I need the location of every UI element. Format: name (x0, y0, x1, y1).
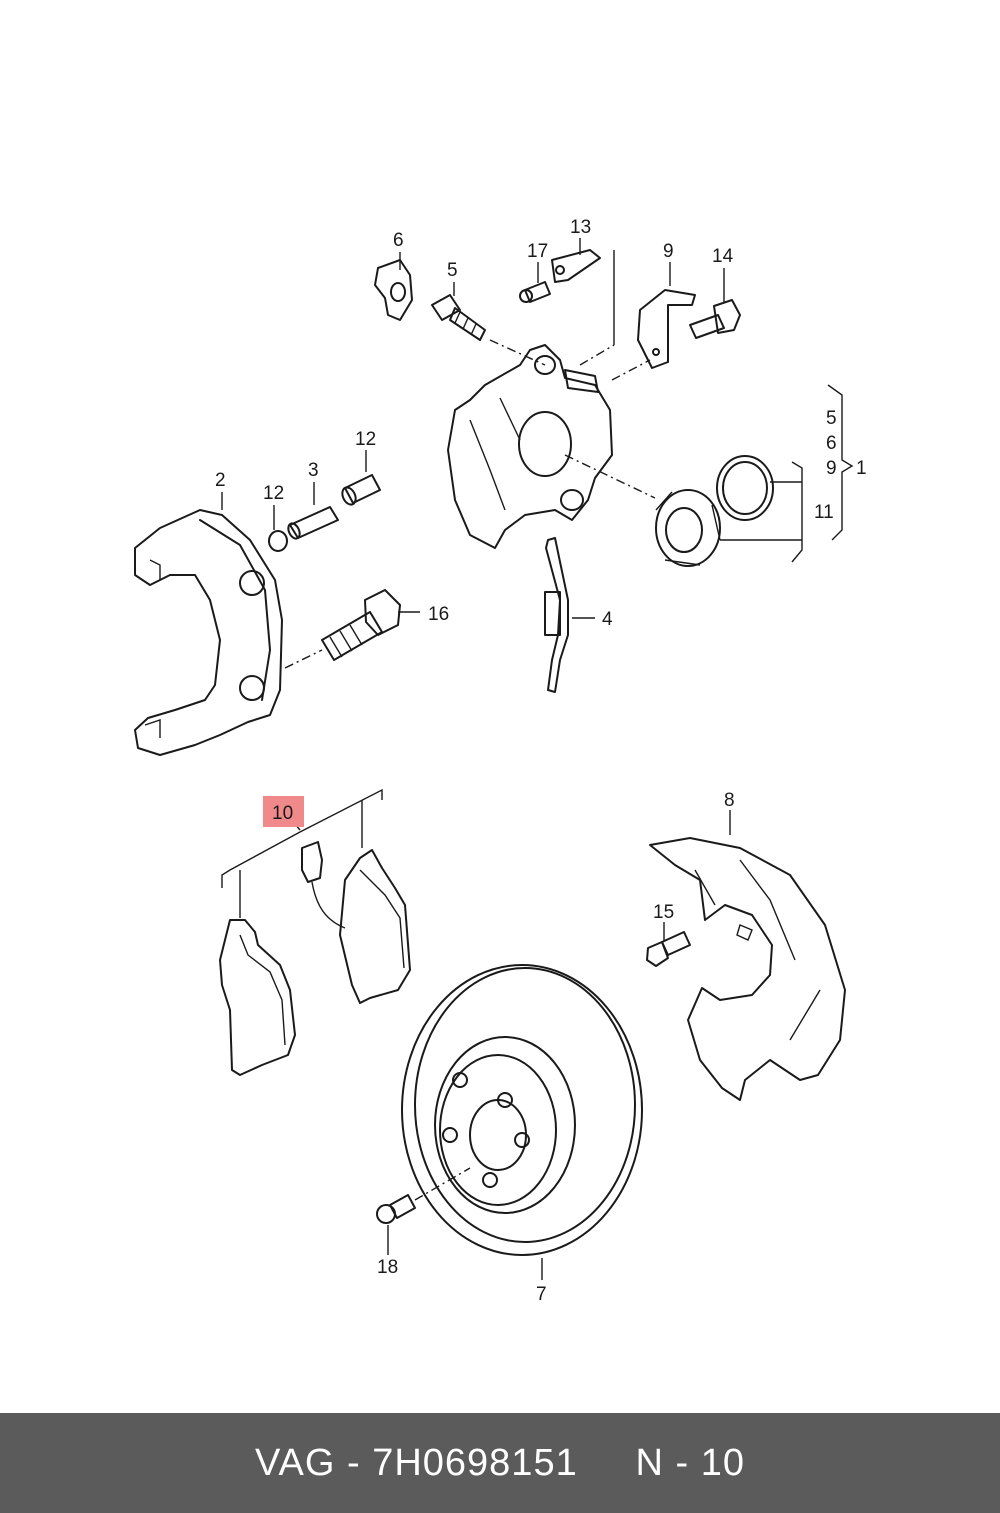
guide-pin (287, 506, 339, 540)
brake-disc (401, 964, 643, 1280)
label-group-5: 5 (826, 408, 837, 429)
exploded-brake-diagram: 6 5 17 13 9 14 12 3 2 12 16 4 5 6 9 1 11… (134, 217, 867, 1305)
label-3: 3 (308, 460, 319, 481)
bleeder-cap (374, 259, 413, 321)
carrier-bolt (284, 589, 401, 669)
label-15: 15 (653, 902, 674, 923)
label-18: 18 (377, 1257, 398, 1278)
splash-shield (649, 837, 846, 1101)
label-11: 11 (814, 502, 834, 523)
wear-sensor (301, 841, 346, 929)
caliper-carrier (134, 509, 283, 756)
dust-cap-left (268, 530, 288, 552)
label-13: 13 (570, 217, 591, 238)
label-5: 5 (447, 260, 458, 281)
piston-seal (716, 455, 774, 521)
bracket-screw (519, 281, 551, 303)
brake-pad-outer (219, 919, 296, 1076)
label-10: 10 (272, 803, 293, 824)
disc-screw (376, 1167, 471, 1224)
part-number-footer: VAG - 7H0698151 N - 10 (0, 1413, 1000, 1513)
label-group-6: 6 (826, 433, 837, 454)
label-7: 7 (536, 1284, 547, 1305)
hose-bracket (551, 249, 601, 283)
bleeder-screw (431, 294, 486, 341)
dust-cap-right (341, 474, 381, 506)
label-4: 4 (602, 609, 613, 630)
label-1: 1 (856, 458, 867, 479)
label-16: 16 (428, 604, 449, 625)
label-6: 6 (393, 230, 404, 251)
caliper-housing (447, 250, 656, 549)
label-12-left: 12 (263, 483, 284, 504)
label-17: 17 (527, 241, 548, 262)
label-12: 12 (355, 429, 376, 450)
bracket-bolt (689, 299, 741, 339)
retaining-spring (544, 537, 595, 693)
sensor-bracket (637, 289, 696, 369)
label-9: 9 (663, 241, 674, 262)
label-14: 14 (712, 246, 734, 267)
label-2: 2 (215, 470, 226, 491)
label-group-9: 9 (826, 458, 837, 479)
shield-bolt (646, 922, 691, 967)
label-8: 8 (724, 790, 735, 811)
brake-pad-inner (339, 849, 411, 1004)
piston (655, 489, 721, 567)
